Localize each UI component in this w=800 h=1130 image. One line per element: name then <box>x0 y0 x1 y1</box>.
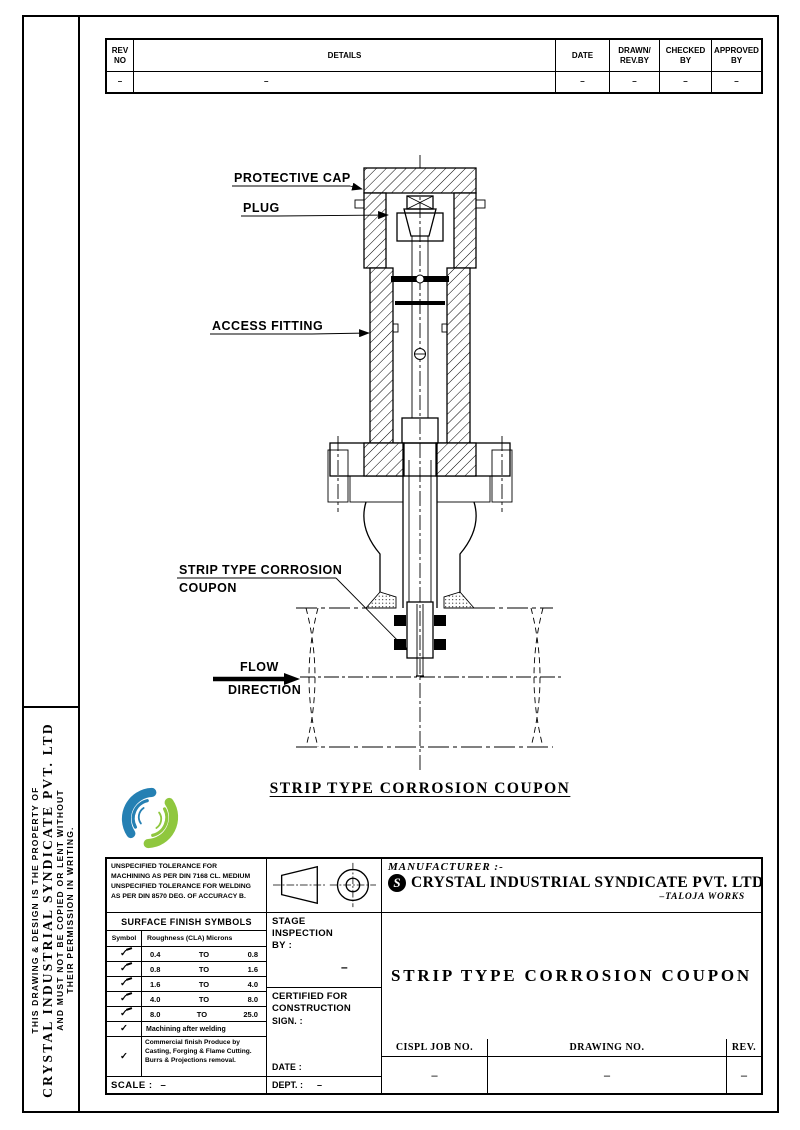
centerlines <box>300 155 562 772</box>
drawing-no-header: DRAWING NO. <box>487 1039 726 1057</box>
drawn-by-value: – <box>609 72 659 92</box>
details-header: DETAILS <box>133 40 555 72</box>
pipe <box>296 607 553 748</box>
certified-construction-block: CERTIFIED FOR CONSTRUCTION SIGN. : DATE … <box>267 988 382 1077</box>
manufacturer-block: MANUFACTURER :- S CRYSTAL INDUSTRIAL SYN… <box>382 859 764 913</box>
flow-label-line2: DIRECTION <box>228 683 301 697</box>
surface-finish-header: Symbol Roughness (CLA) Microns <box>107 931 267 947</box>
drawing-caption: STRIP TYPE CORROSION COUPON <box>269 780 571 797</box>
rev-value: – <box>726 1057 761 1093</box>
strip-coupon-label-line2: COUPON <box>179 581 237 595</box>
machining-after-welding-row: ✓ Machining after welding <box>107 1022 267 1037</box>
ownership-note-line2: CRYSTAL INDUSTRIAL SYNDICATE PVT. LTD <box>40 722 56 1098</box>
works-label: –TALOJA WORKS <box>659 892 745 902</box>
finish-symbol-icon: ✓ <box>120 993 128 1005</box>
weldolet-neck <box>363 501 477 609</box>
ownership-note-line1: THIS DRAWING & DESIGN IS THE PROPERTY OF <box>29 786 40 1034</box>
date-value: – <box>555 72 609 92</box>
left-strip-horizontal-divider <box>22 706 80 708</box>
access-fitting-section <box>369 267 471 446</box>
date-header: DATE <box>555 40 609 72</box>
company-logo <box>121 787 179 849</box>
ownership-note: THIS DRAWING & DESIGN IS THE PROPERTY OF… <box>25 715 81 1105</box>
bolt <box>434 615 446 626</box>
finish-symbol-icon: ✓ <box>120 978 128 990</box>
strip-coupon-label-line1: STRIP TYPE CORROSION <box>179 563 342 577</box>
sheet-outer-border <box>22 15 779 1113</box>
commercial-finish-row: ✓ Commercial finish Produce by Casting, … <box>107 1037 267 1077</box>
title-block: UNSPECIFIED TOLERANCE FOR MACHINING AS P… <box>105 857 763 1095</box>
surface-finish-title: SURFACE FINISH SYMBOLS <box>107 913 267 931</box>
dept-row: DEPT. :– <box>267 1077 382 1093</box>
job-no-header: CISPL JOB NO. <box>382 1039 487 1057</box>
scale-row: SCALE :– <box>107 1077 267 1093</box>
protective-cap-label: PROTECTIVE CAP <box>234 171 351 185</box>
flow-direction-arrow <box>213 673 300 685</box>
stage-inspection-block: STAGE INSPECTION BY : – <box>267 913 382 988</box>
company-mini-logo: S <box>388 874 406 892</box>
annotations: PROTECTIVE CAP PLUG ACCESS FITTING STRIP… <box>177 171 408 697</box>
flange <box>327 442 513 503</box>
drawing-title: STRIP TYPE CORROSION COUPON <box>390 966 753 985</box>
stage-inspection-value: – <box>341 959 348 974</box>
job-no-value: – <box>431 1067 438 1082</box>
checked-by-value: – <box>659 72 711 92</box>
finish-symbol-icon: ✓ <box>120 963 128 975</box>
details-value: – <box>133 72 555 92</box>
plug-label: PLUG <box>243 201 280 215</box>
bolt <box>394 639 406 650</box>
approved-by-value: – <box>711 72 761 92</box>
ownership-note-line4: THEIR PERMISSION IN WRITING. <box>64 826 75 994</box>
third-angle-projection-symbol <box>267 859 382 913</box>
corrosion-coupon-section-drawing: PROTECTIVE CAP PLUG ACCESS FITTING STRIP… <box>177 155 562 772</box>
check-icon: ✓ <box>120 1023 128 1035</box>
finish-symbol-icon: ✓ <box>120 948 128 960</box>
flow-label-line1: FLOW <box>240 660 279 674</box>
plug-assembly <box>391 195 449 444</box>
tolerance-notes: UNSPECIFIED TOLERANCE FOR MACHINING AS P… <box>107 859 267 913</box>
bolt <box>434 639 446 650</box>
drawing-no-value: – <box>487 1057 726 1093</box>
rev-header: REV. <box>726 1039 761 1057</box>
drawn-by-header: DRAWN/REV.BY <box>609 40 659 72</box>
bolt <box>394 615 406 626</box>
finish-symbol-icon: ✓ <box>120 1008 128 1020</box>
check-icon: ✓ <box>120 1050 128 1062</box>
left-strip-divider <box>78 15 80 1113</box>
manufacturer-label: MANUFACTURER :- <box>388 861 504 873</box>
access-fitting-label: ACCESS FITTING <box>212 319 323 333</box>
rev-no-value: – <box>117 77 123 87</box>
company-name: CRYSTAL INDUSTRIAL SYNDICATE PVT. LTD <box>411 874 764 891</box>
